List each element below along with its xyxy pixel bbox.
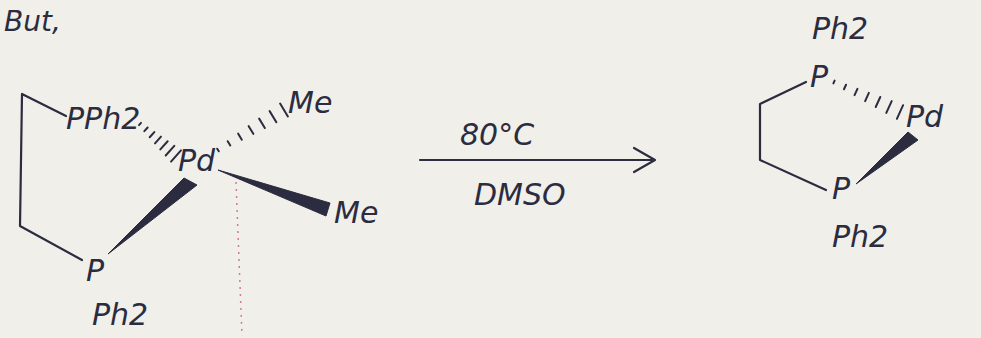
hashed-bond	[238, 134, 242, 140]
wedge-bond	[856, 132, 918, 184]
hashed-bond	[259, 119, 265, 128]
wedge-bond	[218, 170, 330, 216]
hashed-bond	[228, 141, 231, 145]
reaction-arrow	[420, 159, 652, 161]
arrow-head	[634, 148, 655, 172]
hashed-bond	[876, 97, 881, 107]
wedge-bond	[108, 178, 197, 254]
chem-label: Pd	[178, 146, 215, 176]
chem-label: Ph2	[812, 14, 868, 44]
chem-label: 80°C	[460, 120, 534, 150]
chem-label: PPh2	[66, 104, 140, 134]
chem-label: Me	[288, 88, 332, 118]
chem-label: P	[810, 62, 828, 92]
hashed-bond	[160, 141, 167, 149]
guide-line	[236, 182, 242, 336]
chem-label: Pd	[906, 102, 943, 132]
hashed-bond	[897, 105, 903, 119]
hashed-bond	[217, 149, 219, 152]
hashed-bond	[865, 93, 869, 101]
chem-label: Ph2	[92, 300, 148, 330]
hashed-bond	[249, 126, 254, 134]
hashed-bond	[166, 146, 175, 156]
hashed-bond	[155, 137, 161, 144]
ligand-backbone	[760, 82, 826, 190]
hashed-bond	[280, 104, 288, 117]
chem-label: DMSO	[474, 180, 566, 210]
chem-label: P	[86, 256, 104, 286]
hashed-bond	[855, 89, 858, 95]
hashed-bond	[844, 85, 846, 90]
chem-label: Ph2	[832, 222, 888, 252]
chem-label: Me	[334, 198, 378, 228]
hashed-bond	[144, 127, 147, 131]
hashed-bond	[270, 111, 277, 122]
chem-label: P	[832, 174, 850, 204]
hashed-bond	[886, 101, 891, 113]
chem-label: But,	[4, 8, 61, 36]
hashed-bond	[833, 81, 834, 84]
hashed-bond	[150, 132, 155, 137]
